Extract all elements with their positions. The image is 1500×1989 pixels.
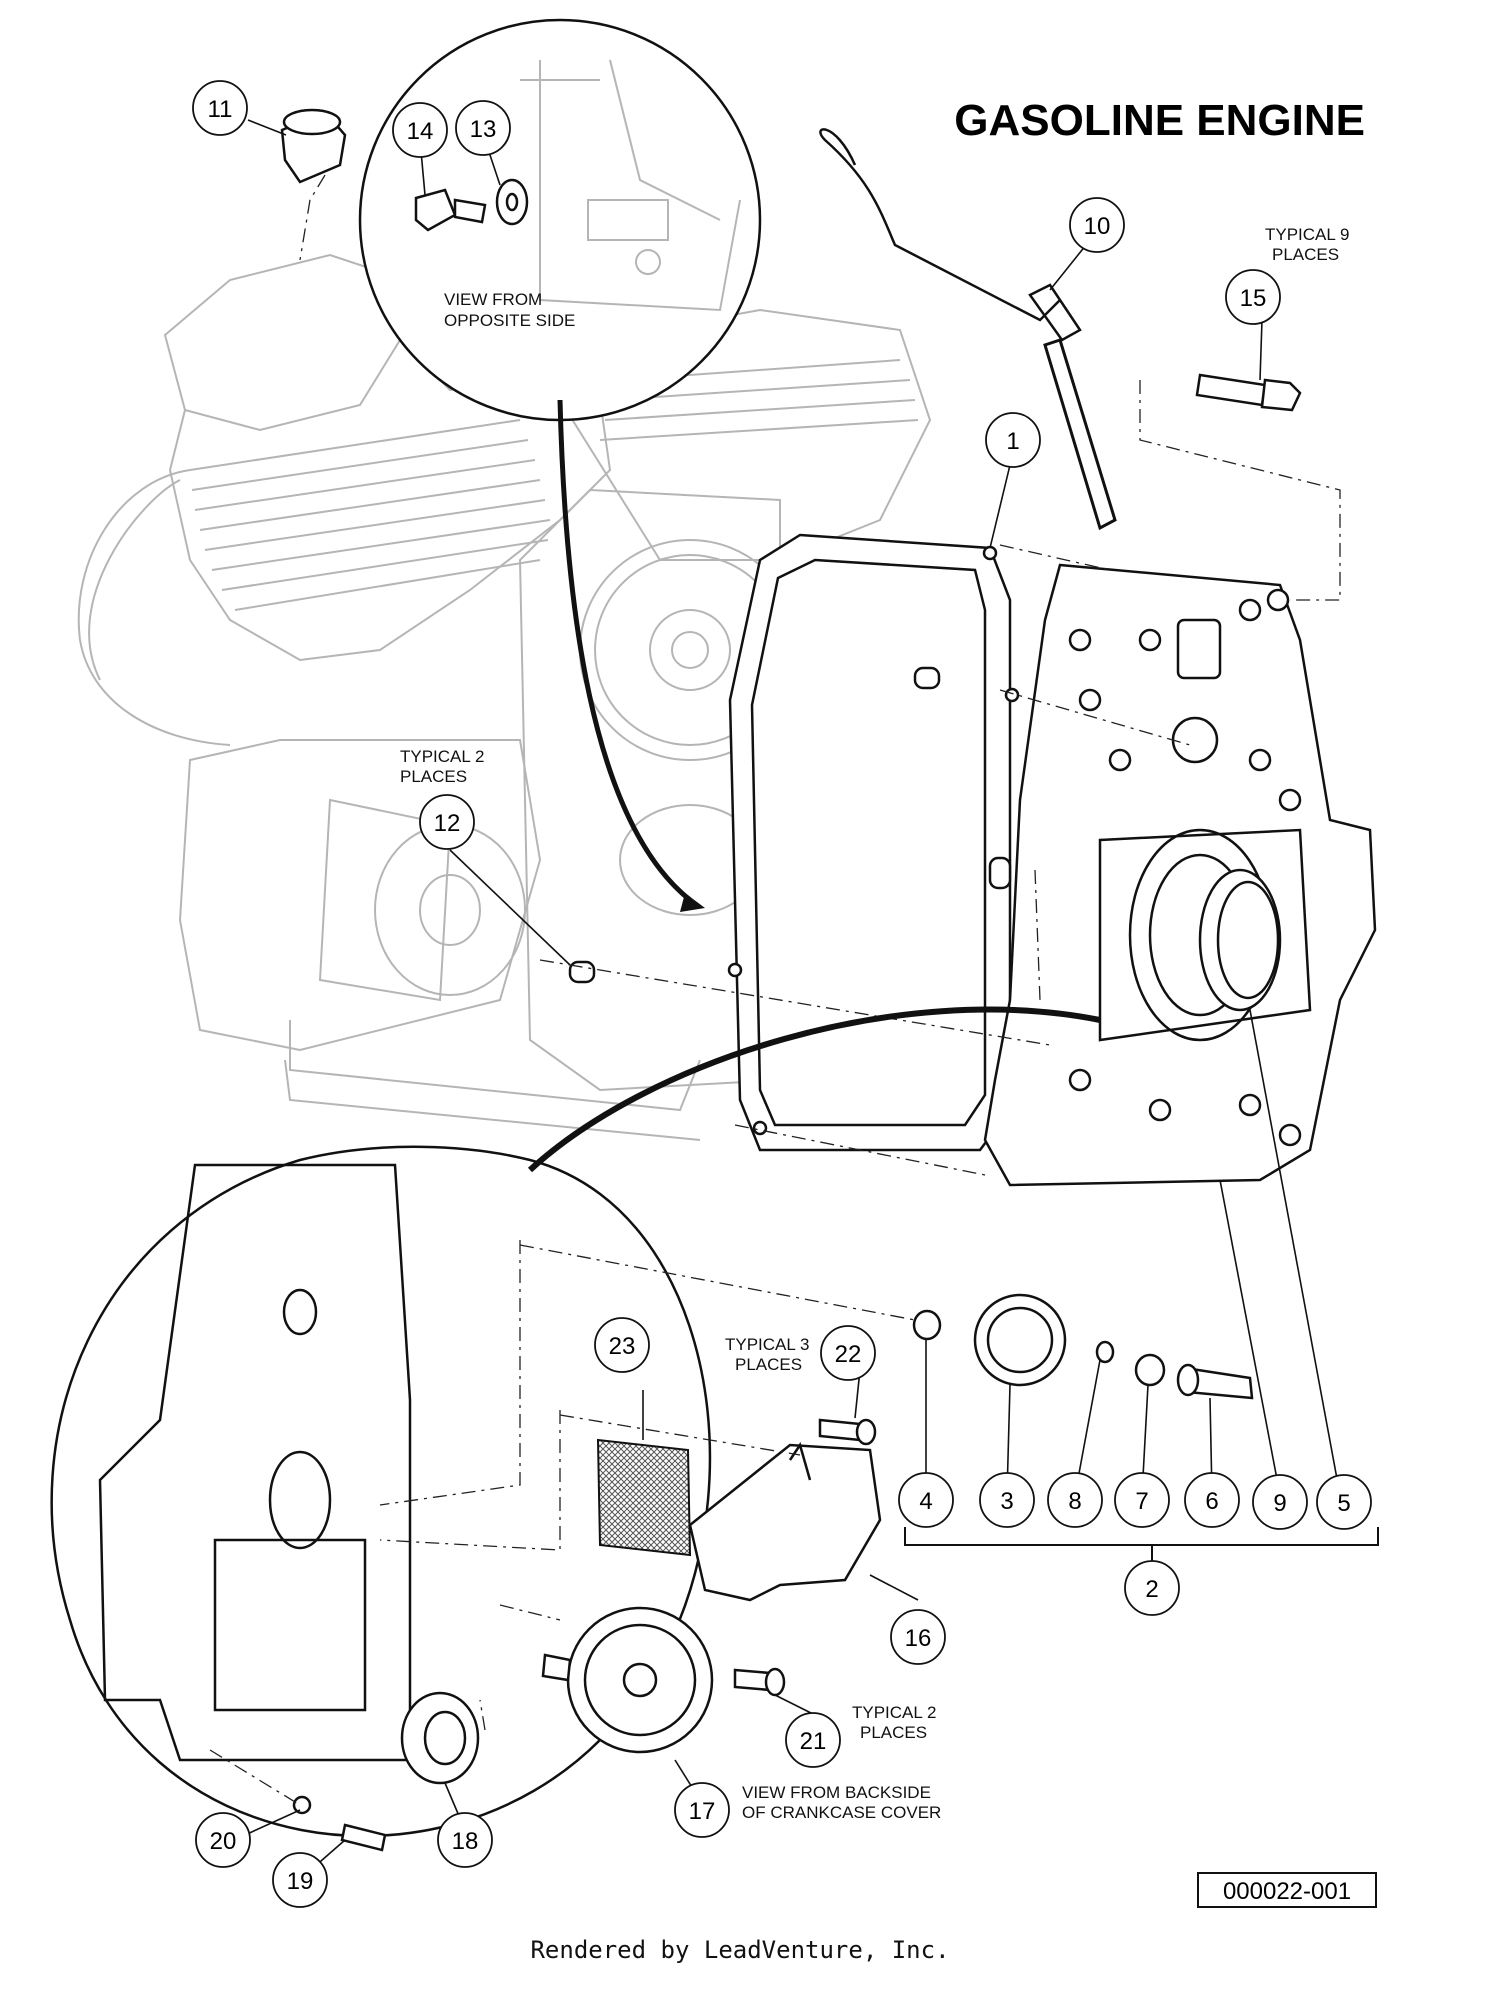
svg-text:7: 7 bbox=[1135, 1488, 1148, 1515]
oil-pump-gear bbox=[541, 1606, 714, 1754]
callout-13: 13 bbox=[455, 100, 511, 156]
crankcase-cover bbox=[983, 563, 1377, 1187]
callout-18: 18 bbox=[437, 1812, 493, 1868]
svg-text:22: 22 bbox=[835, 1341, 862, 1368]
callout-14: 14 bbox=[392, 102, 448, 158]
callout-15: 15 bbox=[1225, 269, 1281, 325]
note-typical-9-places: PLACES bbox=[1272, 245, 1339, 264]
warning-label bbox=[596, 1438, 692, 1557]
callout-21: 21 bbox=[785, 1712, 841, 1768]
note-typical-2-a-places: PLACES bbox=[400, 767, 467, 786]
dowel-pin bbox=[913, 666, 941, 690]
note-view-from-backside: VIEW FROM BACKSIDE bbox=[742, 1783, 931, 1802]
note-opposite-side: OPPOSITE SIDE bbox=[444, 311, 575, 330]
svg-text:10: 10 bbox=[1084, 213, 1111, 240]
svg-text:18: 18 bbox=[452, 1828, 479, 1855]
svg-text:3: 3 bbox=[1000, 1488, 1013, 1515]
note-of-crankcase-cover: OF CRANKCASE COVER bbox=[742, 1803, 941, 1822]
svg-text:13: 13 bbox=[470, 116, 497, 143]
breather-cover bbox=[688, 1443, 882, 1602]
svg-text:21: 21 bbox=[800, 1728, 827, 1755]
svg-text:20: 20 bbox=[210, 1828, 237, 1855]
callout-2: 2 bbox=[1124, 1560, 1180, 1616]
svg-text:6: 6 bbox=[1205, 1488, 1218, 1515]
governor-assembly bbox=[912, 1293, 1254, 1400]
detail-view-opposite-side bbox=[358, 18, 762, 422]
callout-5: 5 bbox=[1316, 1474, 1372, 1530]
svg-text:4: 4 bbox=[919, 1488, 932, 1515]
note-typical-2-b: TYPICAL 2 bbox=[852, 1703, 936, 1722]
callout-8: 8 bbox=[1047, 1472, 1103, 1528]
dowel-pin bbox=[568, 960, 596, 984]
callout-20: 20 bbox=[195, 1812, 251, 1868]
dowel-pin bbox=[988, 856, 1012, 890]
callout-16: 16 bbox=[890, 1609, 946, 1665]
svg-text:8: 8 bbox=[1068, 1488, 1081, 1515]
doc-number-box bbox=[1197, 1872, 1377, 1908]
svg-text:2: 2 bbox=[1145, 1576, 1158, 1603]
svg-text:1: 1 bbox=[1006, 428, 1019, 455]
note-typical-2-b-places: PLACES bbox=[860, 1723, 927, 1742]
doc-number: 000022-001 bbox=[1223, 1878, 1351, 1905]
callout-19: 19 bbox=[272, 1852, 328, 1908]
callout-11: 11 bbox=[192, 80, 248, 136]
callout-9: 9 bbox=[1252, 1474, 1308, 1530]
note-typical-3: TYPICAL 3 bbox=[725, 1335, 809, 1354]
note-typical-9: TYPICAL 9 bbox=[1265, 225, 1349, 244]
gasket bbox=[728, 533, 1012, 1152]
callout-23: 23 bbox=[594, 1317, 650, 1373]
svg-text:9: 9 bbox=[1273, 1490, 1286, 1517]
svg-text:16: 16 bbox=[905, 1625, 932, 1652]
note-view-from: VIEW FROM bbox=[444, 290, 542, 309]
svg-text:12: 12 bbox=[434, 810, 461, 837]
svg-text:15: 15 bbox=[1240, 285, 1267, 312]
callout-3: 3 bbox=[979, 1472, 1035, 1528]
svg-text:11: 11 bbox=[208, 96, 233, 123]
dipstick bbox=[819, 128, 1061, 322]
bolt-15 bbox=[1195, 373, 1302, 412]
diagram-title: GASOLINE ENGINE bbox=[954, 96, 1365, 145]
oil-fill-cap bbox=[280, 108, 347, 184]
detail-arrow bbox=[557, 399, 692, 902]
note-typical-3-places: PLACES bbox=[735, 1355, 802, 1374]
callout-1: 1 bbox=[985, 412, 1041, 468]
svg-text:5: 5 bbox=[1337, 1490, 1350, 1517]
svg-text:19: 19 bbox=[287, 1868, 314, 1895]
svg-text:23: 23 bbox=[609, 1333, 636, 1360]
callout-12: 12 bbox=[419, 794, 475, 850]
callout-22: 22 bbox=[820, 1325, 876, 1381]
svg-text:14: 14 bbox=[407, 118, 434, 145]
note-typical-2-a: TYPICAL 2 bbox=[400, 747, 484, 766]
callout-4: 4 bbox=[898, 1472, 954, 1528]
callout-6: 6 bbox=[1184, 1472, 1240, 1528]
callout-17: 17 bbox=[674, 1782, 730, 1838]
footer-credit: Rendered by LeadVenture, Inc. bbox=[530, 1936, 949, 1964]
callout-10: 10 bbox=[1069, 197, 1125, 253]
svg-text:17: 17 bbox=[689, 1798, 716, 1825]
callout-7: 7 bbox=[1114, 1472, 1170, 1528]
